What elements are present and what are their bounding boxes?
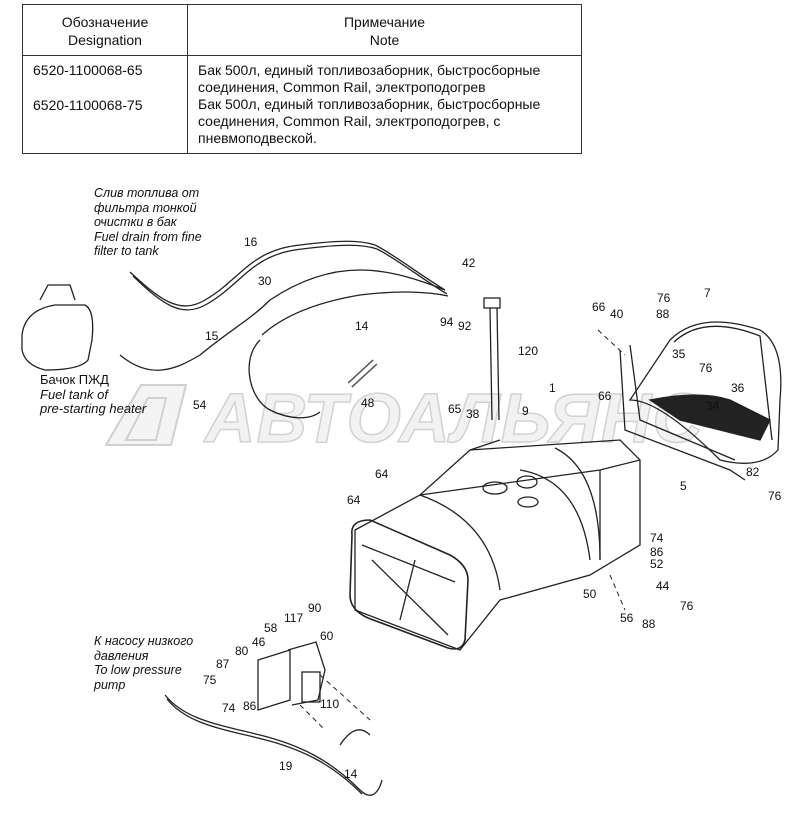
designation-row-2: 6520-1100068-75 bbox=[33, 97, 143, 113]
heater-tank-caption: Бачок ПЖД Fuel tank of pre-starting heat… bbox=[40, 372, 147, 416]
part-label: 86 bbox=[650, 545, 664, 559]
fuel-tank bbox=[354, 439, 641, 651]
designation-header-ru: Обозначение bbox=[61, 14, 149, 30]
part-label: 36 bbox=[731, 381, 745, 395]
part-label: 88 bbox=[642, 617, 656, 631]
part-label: 90 bbox=[308, 601, 322, 615]
note-header-en: Note bbox=[369, 32, 400, 48]
part-label: 74 bbox=[222, 701, 236, 715]
part-label: 46 bbox=[252, 635, 266, 649]
part-label: 7 bbox=[704, 286, 711, 300]
part-label: 9 bbox=[522, 404, 529, 418]
designation-header-en: Designation bbox=[68, 32, 142, 48]
part-label: 86 bbox=[243, 699, 257, 713]
part-label: 40 bbox=[610, 307, 624, 321]
part-label: 120 bbox=[518, 344, 538, 358]
note-row-2-line-2: соединения, Common Rail, электроподогрев… bbox=[198, 113, 501, 129]
part-label: 56 bbox=[620, 611, 634, 625]
designation-header: Обозначение Designation bbox=[22, 4, 188, 56]
part-label: 65 bbox=[448, 402, 462, 416]
part-label: 82 bbox=[746, 465, 760, 479]
part-label: 54 bbox=[193, 398, 207, 412]
part-label: 110 bbox=[320, 697, 339, 711]
part-label: 87 bbox=[216, 657, 230, 671]
part-label: 48 bbox=[361, 396, 375, 410]
part-label: 94 bbox=[440, 315, 454, 329]
part-label: 117 bbox=[284, 611, 303, 625]
note-row-2-line-1: Бак 500л, единый топливозаборник, быстро… bbox=[198, 96, 541, 112]
part-label: 1 bbox=[549, 381, 556, 395]
part-label: 66 bbox=[592, 300, 606, 314]
part-label: 5 bbox=[680, 479, 687, 493]
part-label: 14 bbox=[344, 767, 358, 781]
part-label: 76 bbox=[768, 489, 782, 503]
note-row-2-line-3: пневмоподвеской. bbox=[198, 130, 317, 146]
part-label: 88 bbox=[656, 307, 670, 321]
low-pressure-caption: К насосу низкого давления To low pressur… bbox=[94, 634, 194, 692]
part-label: 64 bbox=[347, 493, 361, 507]
part-label: 74 bbox=[650, 531, 664, 545]
designation-row-1: 6520-1100068-65 bbox=[33, 62, 143, 78]
note-header-ru: Примечание bbox=[343, 14, 426, 30]
watermark-logo-icon bbox=[96, 380, 196, 455]
part-label: 60 bbox=[320, 629, 334, 643]
note-row-1-line-1: Бак 500л, единый топливозаборник, быстро… bbox=[198, 62, 541, 78]
part-label: 66 bbox=[598, 389, 612, 403]
part-label: 50 bbox=[583, 587, 597, 601]
designation-table: Обозначение Designation Примечание Note … bbox=[22, 4, 582, 154]
part-label: 30 bbox=[258, 274, 272, 288]
hose-16 bbox=[129, 240, 376, 307]
part-label: 76 bbox=[657, 291, 671, 305]
part-label: 14 bbox=[355, 319, 369, 333]
part-label: 42 bbox=[462, 256, 476, 270]
part-label: 80 bbox=[235, 644, 249, 658]
part-label: 44 bbox=[656, 579, 670, 593]
designation-cell: 6520-1100068-65 6520-1100068-75 bbox=[22, 55, 188, 154]
part-label: 92 bbox=[458, 319, 472, 333]
part-label: 64 bbox=[375, 467, 389, 481]
fuel-drain-caption: Слив топлива от фильтра тонкой очистки в… bbox=[94, 186, 202, 258]
part-label: 35 bbox=[672, 347, 686, 361]
note-row-1-line-2: соединения, Common Rail, электроподогрев bbox=[198, 79, 486, 95]
part-label: 38 bbox=[466, 407, 480, 421]
part-label: 76 bbox=[680, 599, 694, 613]
part-label: 19 bbox=[279, 759, 293, 773]
part-label: 76 bbox=[699, 361, 713, 375]
part-label: 58 bbox=[264, 621, 278, 635]
part-label: 52 bbox=[650, 557, 664, 571]
part-label: 75 bbox=[203, 673, 217, 687]
part-label: 34 bbox=[706, 399, 720, 413]
hose-15 bbox=[119, 269, 446, 371]
watermark-text: АВТОАЛЬЯНС bbox=[204, 378, 704, 458]
note-cell: Бак 500л, единый топливозаборник, быстро… bbox=[187, 55, 582, 154]
part-label: 15 bbox=[205, 329, 219, 343]
note-header: Примечание Note bbox=[187, 4, 582, 56]
part-label: 16 bbox=[244, 235, 258, 249]
